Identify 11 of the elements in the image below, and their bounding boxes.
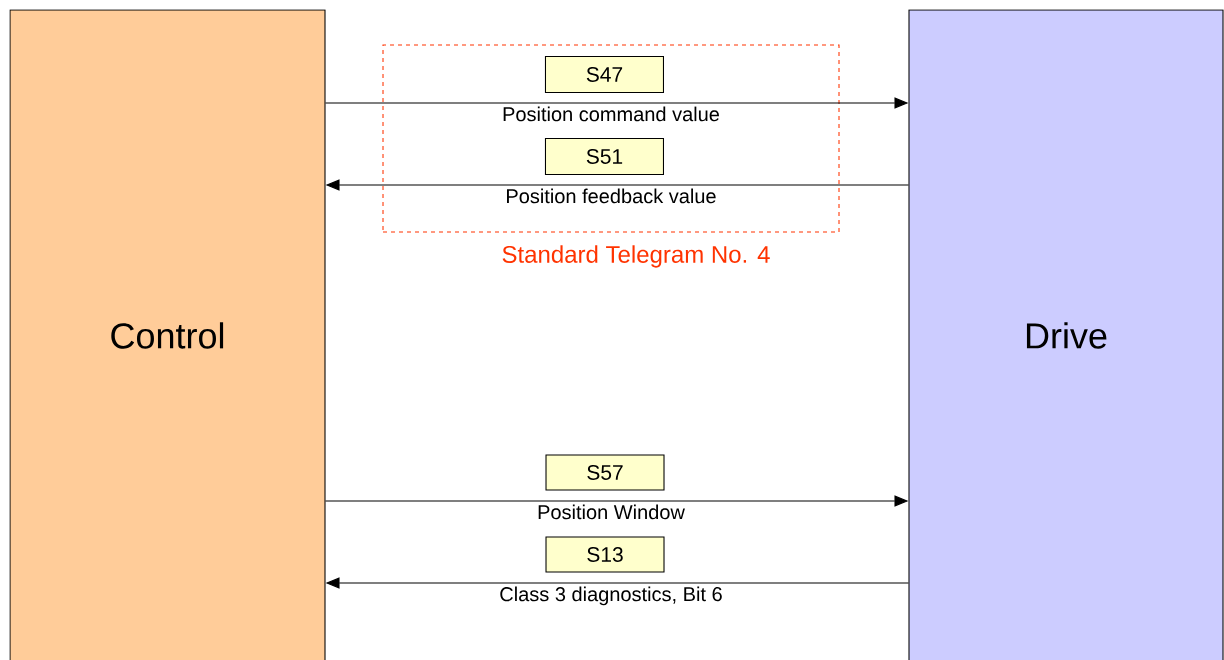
edge-label: Position command value: [500, 105, 722, 123]
signal-box: S51: [544, 137, 664, 175]
frame-heading: Standard Telegram No. 4: [502, 245, 770, 268]
signal-box: S57: [545, 454, 665, 491]
signal-box: S13: [545, 536, 665, 573]
device-box: Drive: [908, 9, 1224, 660]
edge-label: Class 3 diagnostics, Bit 6: [497, 585, 725, 607]
edge-label: Position Window: [535, 503, 687, 521]
edge-label: Position feedback value: [504, 187, 718, 205]
device-box: Control: [9, 9, 326, 660]
signal-box: S47: [544, 55, 664, 93]
